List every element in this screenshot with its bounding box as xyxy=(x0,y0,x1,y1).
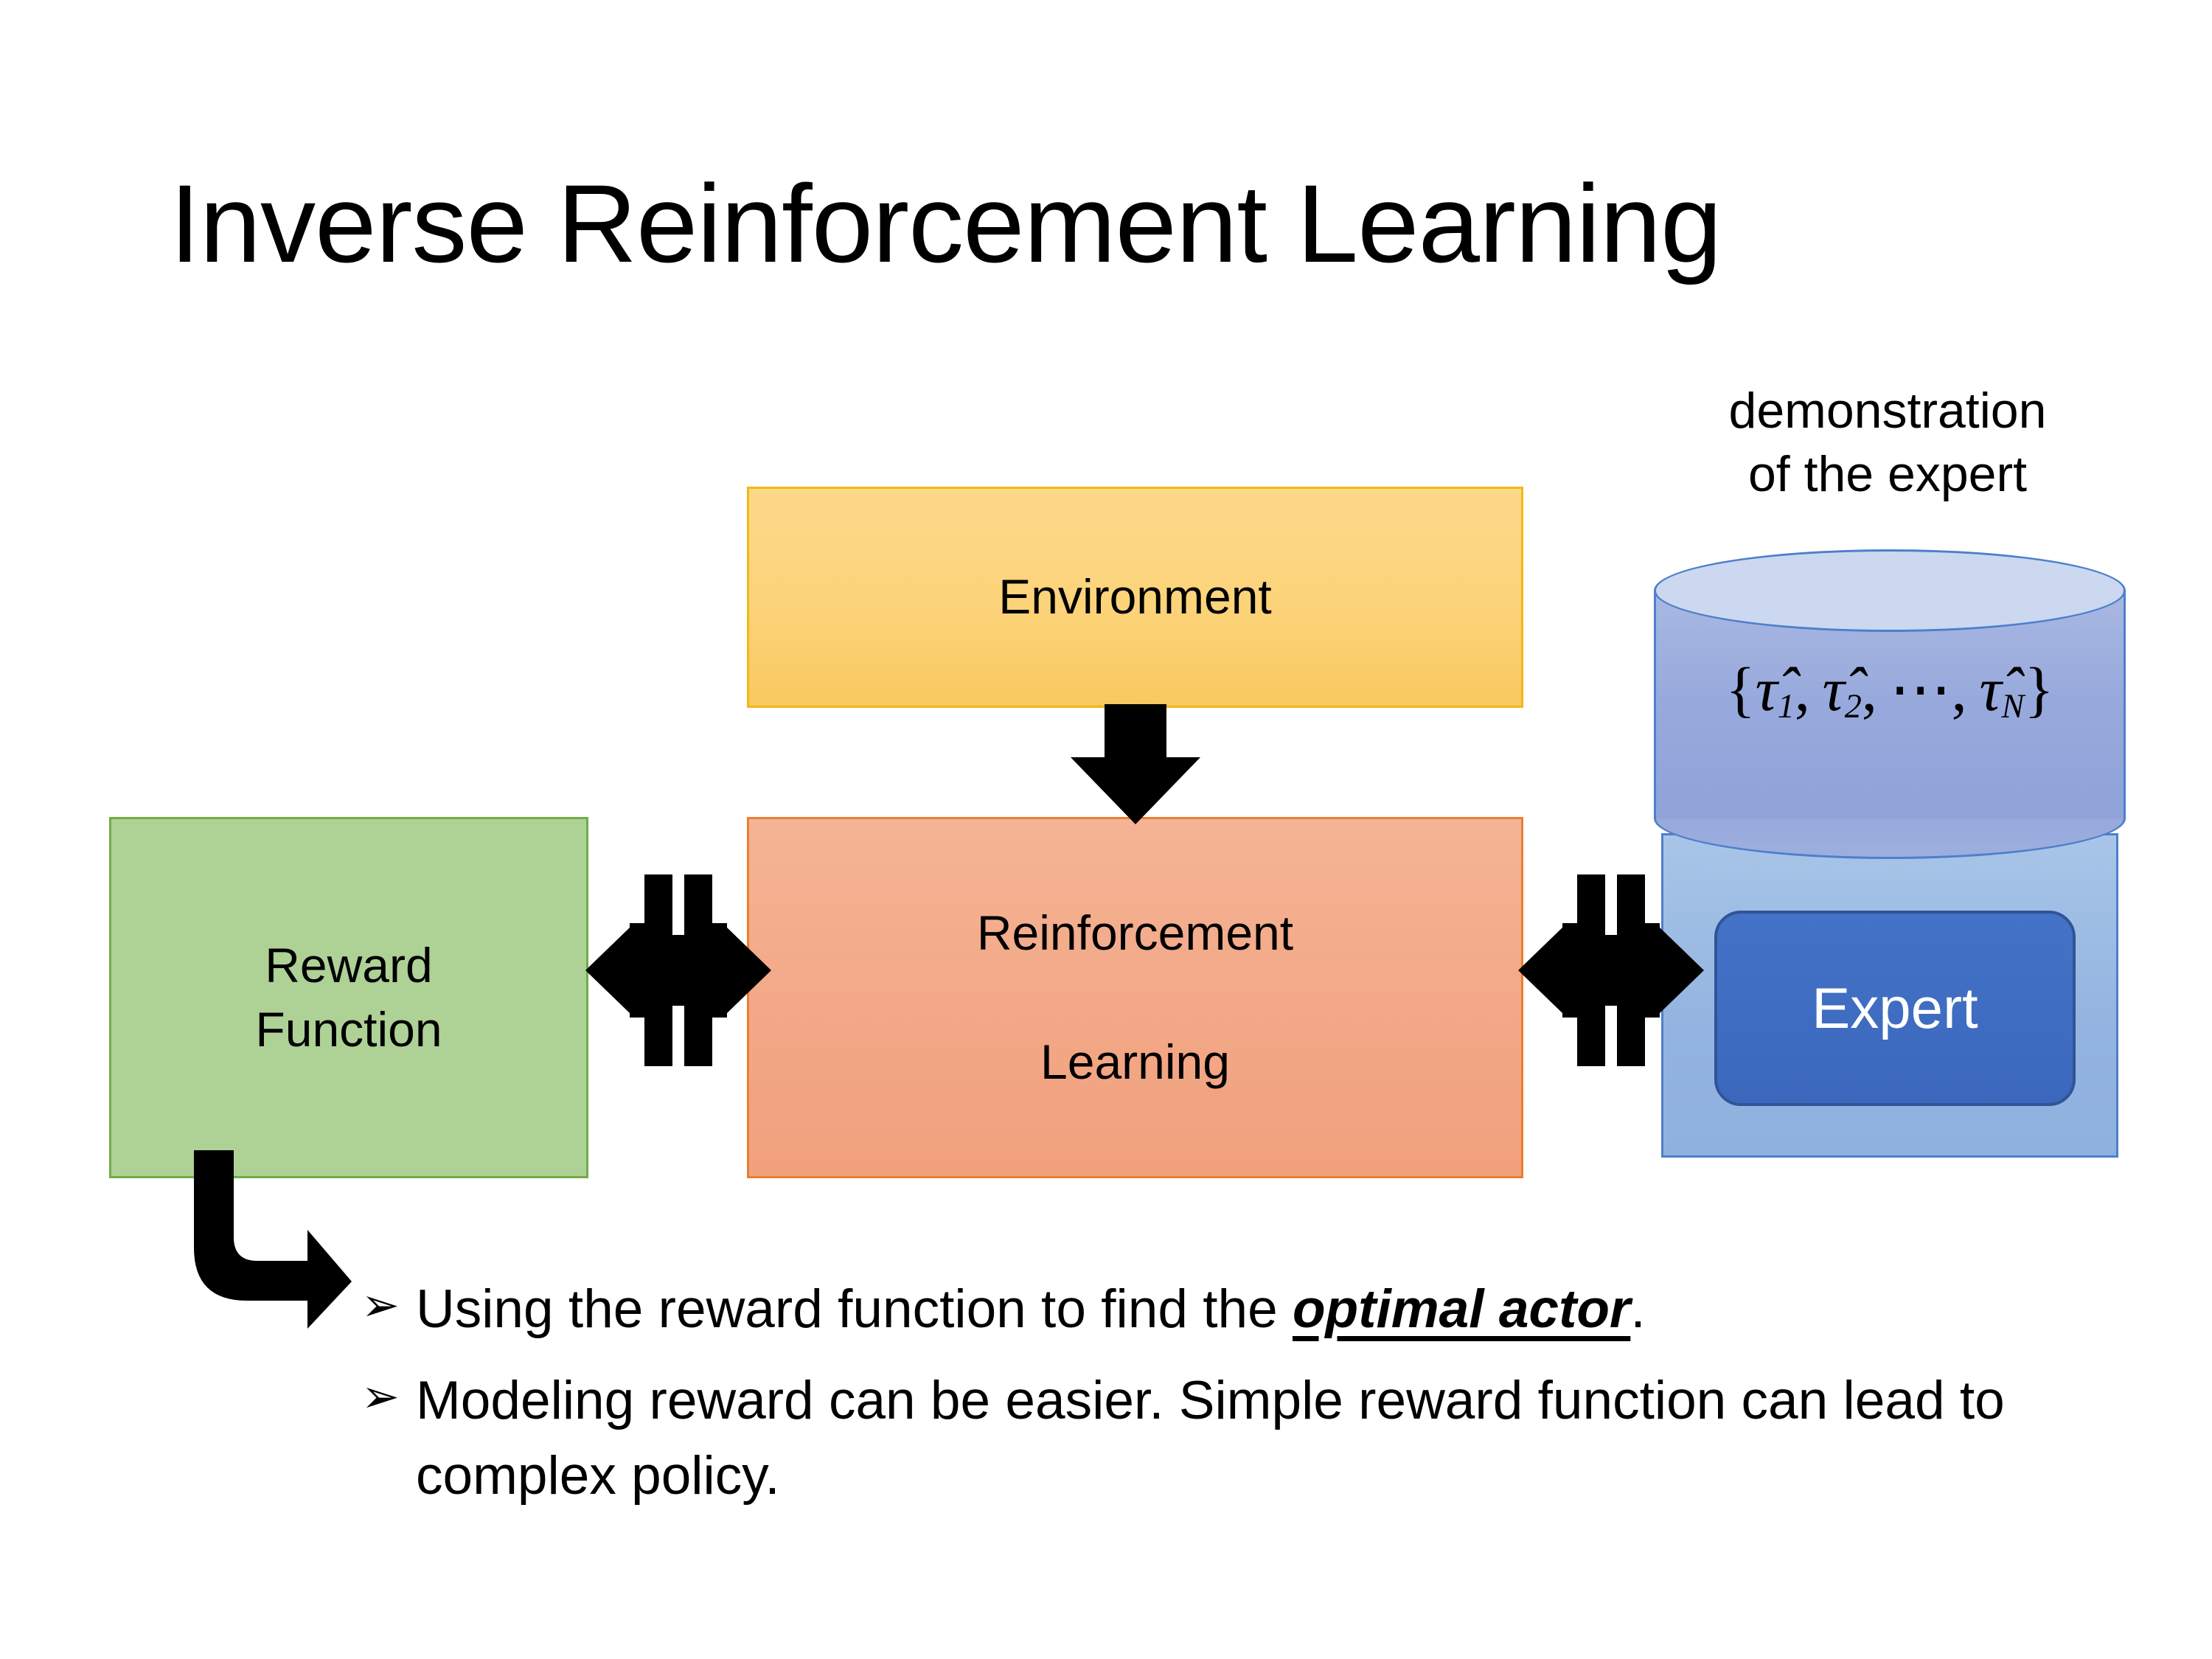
environment-box-label: Environment xyxy=(998,569,1272,625)
bullet-arrow-icon: ➢ xyxy=(361,1371,400,1423)
rl-label-line2: Learning xyxy=(1040,1034,1230,1089)
demonstration-caption-line2: of the expert xyxy=(1747,445,2028,502)
quad-arrow-icon-left xyxy=(585,873,771,1069)
bullet-1-emphasis: optimal actor xyxy=(1292,1279,1631,1339)
formula-ellipsis: ⋯ xyxy=(1889,655,1952,724)
reward-function-box[interactable]: Reward Function xyxy=(109,817,588,1178)
demonstration-cylinder[interactable] xyxy=(1654,549,2126,859)
trajectory-set-formula: {τ̂1, τ̂2, ⋯, τ̂N} xyxy=(1654,653,2126,726)
page-title: Inverse Reinforcement Learning xyxy=(170,161,1722,285)
expert-button-label: Expert xyxy=(1812,975,1978,1040)
reinforcement-learning-box[interactable]: Reinforcement Learning xyxy=(747,817,1523,1178)
elbow-arrow-icon xyxy=(194,1150,352,1329)
formula-tau-2: τ̂ xyxy=(1822,655,1845,724)
formula-comma-3: , xyxy=(1951,655,1967,724)
rl-label-line1: Reinforcement xyxy=(976,905,1294,961)
environment-box[interactable]: Environment xyxy=(747,487,1523,708)
bullet-text-2: Modeling reward can be easier. Simple re… xyxy=(416,1371,2005,1506)
down-arrow-icon xyxy=(1071,704,1200,824)
formula-tau-n: τ̂ xyxy=(1979,655,2002,724)
bullet-text-1: Using the reward function to find the op… xyxy=(416,1272,2057,1347)
expert-button[interactable]: Expert xyxy=(1714,911,2076,1106)
reinforcement-learning-box-label: Reinforcement Learning xyxy=(977,901,1293,1093)
formula-close-brace: } xyxy=(2024,655,2054,724)
formula-sub-2: 2 xyxy=(1844,687,1862,726)
cylinder-top-ellipse xyxy=(1654,549,2126,632)
bullet-arrow-icon: ➢ xyxy=(361,1280,400,1331)
formula-comma-1: , xyxy=(1794,655,1810,724)
bullet-1-suffix: . xyxy=(1630,1279,1646,1339)
list-item: ➢ Modeling reward can be easier. Simple … xyxy=(361,1363,2057,1514)
bullet-1-prefix: Using the reward function to find the xyxy=(416,1279,1293,1339)
demonstration-caption-line1: demonstration xyxy=(1728,383,2047,439)
reward-function-label-line1: Reward xyxy=(265,937,433,992)
quad-arrow-icon-right xyxy=(1518,873,1704,1069)
formula-tau-1: τ̂ xyxy=(1755,655,1778,724)
demonstration-caption: demonstration of the expert xyxy=(1630,380,2146,506)
reward-function-label-line2: Function xyxy=(255,1002,442,1057)
formula-sub-n: N xyxy=(2001,687,2025,726)
list-item: ➢ Using the reward function to find the … xyxy=(361,1272,2057,1347)
formula-open-brace: { xyxy=(1725,655,1756,724)
bullet-list: ➢ Using the reward function to find the … xyxy=(361,1272,2057,1531)
reward-function-box-label: Reward Function xyxy=(255,933,442,1062)
formula-sub-1: 1 xyxy=(1777,687,1795,726)
expert-group: {τ̂1, τ̂2, ⋯, τ̂N} Expert xyxy=(1654,549,2126,1158)
formula-comma-2: , xyxy=(1861,655,1877,724)
